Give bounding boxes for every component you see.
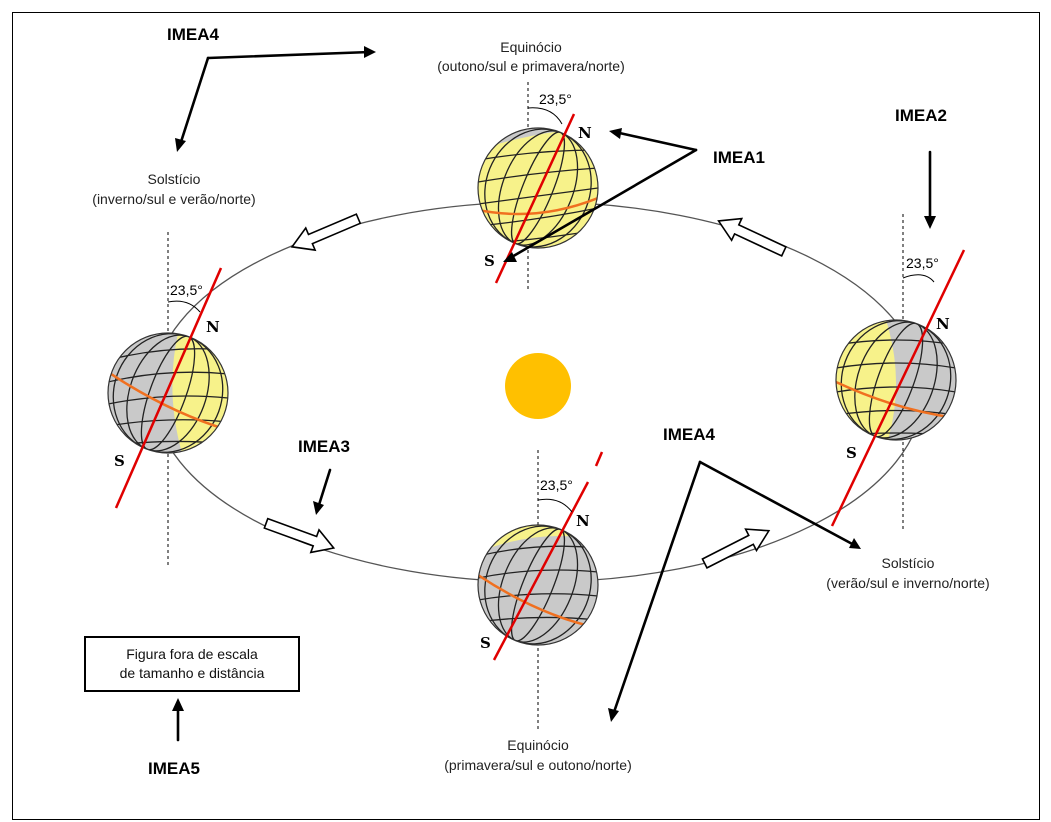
- caption-bottom-title: Equinócio: [507, 737, 569, 753]
- label-imea3: IMEA3: [298, 437, 350, 456]
- label-imea4-bottom: IMEA4: [663, 425, 716, 444]
- earth-globe-right: [830, 249, 966, 527]
- caption-top-detail: (outono/sul e primavera/norte): [437, 58, 625, 74]
- caption-right-detail: (verão/sul e inverno/norte): [826, 575, 989, 591]
- caption-top-title: Equinócio: [500, 39, 562, 55]
- callout-arrowheads: [172, 46, 936, 722]
- figure-frame: [12, 12, 1040, 820]
- label-imea5: IMEA5: [148, 759, 200, 778]
- caption-left-detail: (inverno/sul e verão/norte): [92, 191, 255, 207]
- scale-note-line2: de tamanho e distância: [119, 665, 265, 681]
- earth-globe-bottom: [477, 451, 604, 661]
- pole-north-left: N: [206, 318, 220, 336]
- orbit-direction-arrows: [263, 213, 787, 569]
- label-imea4-top: IMEA4: [167, 25, 220, 44]
- scale-note-box: Figura fora de escala de tamanho e distâ…: [84, 636, 300, 692]
- pole-south-top: S: [484, 252, 495, 270]
- tilt-label-left: 23,5°: [170, 282, 203, 298]
- scale-note-line1: Figura fora de escala: [126, 646, 258, 662]
- pole-north-top: N: [578, 124, 592, 142]
- pole-south-left: S: [114, 452, 125, 470]
- callout-lines: [176, 50, 932, 742]
- tilt-label-right: 23,5°: [906, 255, 939, 271]
- pole-north-bottom: N: [576, 512, 590, 530]
- earth-globe-left: [107, 267, 229, 509]
- pole-north-right: N: [936, 315, 950, 333]
- pole-south-right: S: [846, 444, 857, 462]
- tilt-label-top: 23,5°: [539, 91, 572, 107]
- caption-bottom-detail: (primavera/sul e outono/norte): [444, 757, 632, 773]
- tilt-arcs: [167, 107, 935, 513]
- label-imea2: IMEA2: [895, 106, 947, 125]
- caption-right-title: Solstício: [882, 555, 935, 571]
- sun: [505, 353, 571, 419]
- pole-south-bottom: S: [480, 634, 491, 652]
- caption-left-title: Solstício: [148, 171, 201, 187]
- tilt-label-bottom: 23,5°: [540, 477, 573, 493]
- label-imea1: IMEA1: [713, 148, 765, 167]
